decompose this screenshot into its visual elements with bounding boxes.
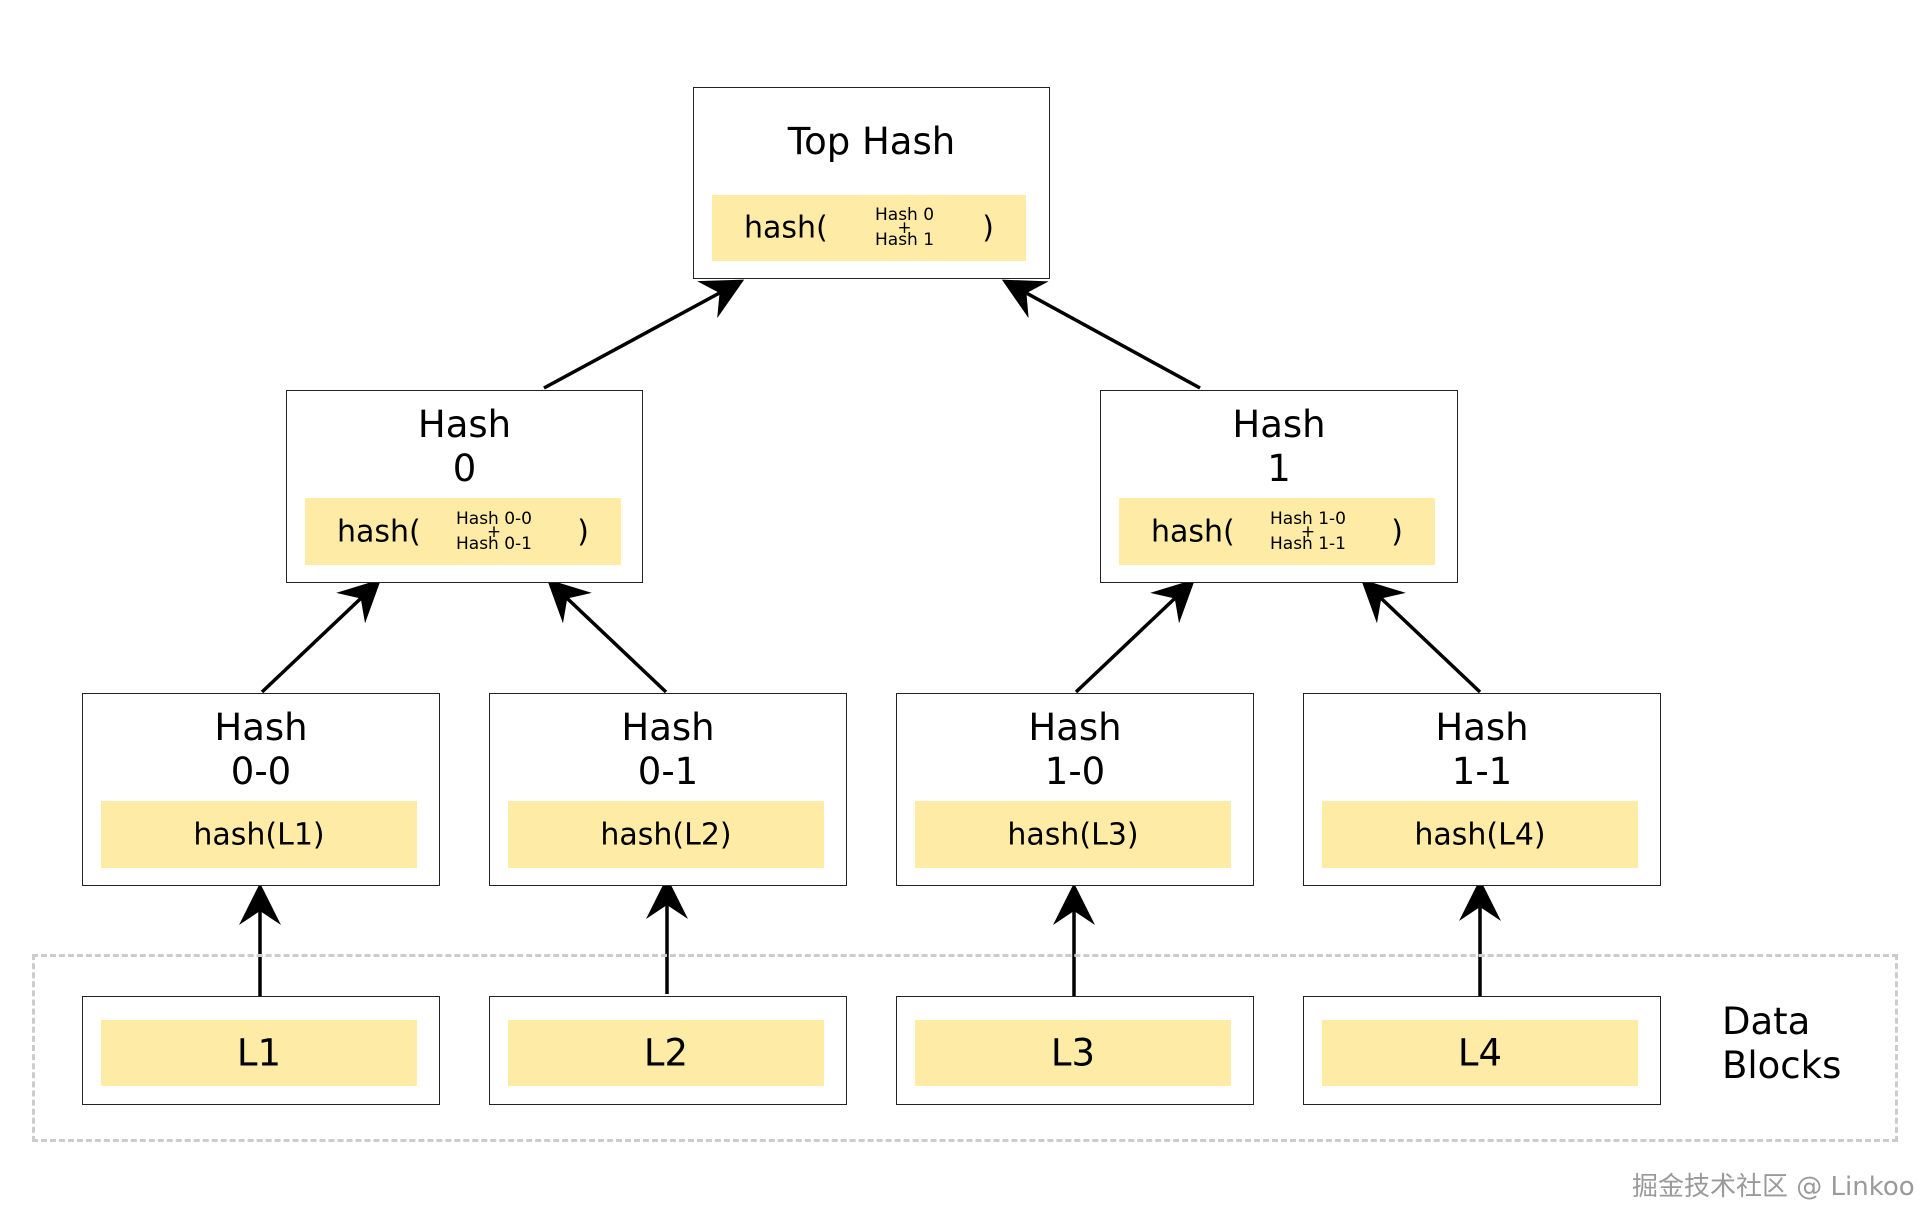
data-block-label: L3 <box>1050 1031 1096 1075</box>
hash-fn-close: ) <box>1391 514 1403 549</box>
data-block-label: L4 <box>1457 1031 1503 1075</box>
hash-function-bar: hash(L4) <box>1322 801 1638 868</box>
data-block-l2: L2 <box>489 996 847 1105</box>
hash-fn-close: ) <box>577 514 589 549</box>
data-blocks-region <box>32 954 1898 1142</box>
edge-hash1-to-top <box>1001 279 1201 390</box>
data-block-l1: L1 <box>82 996 440 1105</box>
data-block-l4: L4 <box>1303 996 1661 1105</box>
hash-fn-open: hash( <box>1151 514 1235 549</box>
node-title: Hash 0 <box>417 403 512 490</box>
hash-function-bar: hash(L2) <box>508 801 824 868</box>
node-hash-0: Hash 0 hash( Hash 0-0 + Hash 0-1 ) <box>286 390 643 583</box>
hash-fn-open: hash( <box>744 210 828 246</box>
edge-hash01-to-hash0 <box>546 579 668 694</box>
node-title: Hash 0-1 <box>621 706 715 793</box>
hash-function-bar: hash( Hash 0-0 + Hash 0-1 ) <box>305 498 621 565</box>
node-hash-1-1: Hash 1-1 hash(L4) <box>1303 693 1661 886</box>
hash-inputs: Hash 0-0 + Hash 0-1 <box>456 508 533 554</box>
edge-hash00-to-hash0 <box>260 579 382 694</box>
node-title: Top Hash <box>787 120 956 163</box>
hash-leaf-label: hash(L2) <box>600 817 732 852</box>
data-block-l3: L3 <box>896 996 1254 1105</box>
hash-fn-close: ) <box>982 210 994 246</box>
data-block-fill: L4 <box>1322 1020 1638 1086</box>
hash-function-bar: hash( Hash 0 + Hash 1 ) <box>712 195 1026 261</box>
node-hash-0-0: Hash 0-0 hash(L1) <box>82 693 440 886</box>
node-title: Hash 1-0 <box>1028 706 1122 793</box>
edge-hash10-to-hash1 <box>1074 579 1196 694</box>
node-title: Hash 1 <box>1232 403 1326 490</box>
hash-function-bar: hash(L1) <box>101 801 417 868</box>
hash-function-bar: hash( Hash 1-0 + Hash 1-1 ) <box>1119 498 1435 565</box>
hash-inputs: Hash 0 + Hash 1 <box>875 207 934 249</box>
hash-input-b: Hash 1 <box>875 230 935 250</box>
hash-input-b: Hash 1-1 <box>1270 533 1347 554</box>
hash-fn-open: hash( <box>337 514 421 549</box>
hash-leaf-label: hash(L4) <box>1414 817 1546 852</box>
hash-inputs: Hash 1-0 + Hash 1-1 <box>1270 508 1347 554</box>
node-hash-1-0: Hash 1-0 hash(L3) <box>896 693 1254 886</box>
edge-hash0-to-top <box>543 279 745 390</box>
hash-leaf-label: hash(L3) <box>1007 817 1139 852</box>
hash-input-b: Hash 0-1 <box>456 533 533 554</box>
node-title: Hash 1-1 <box>1435 706 1529 793</box>
hash-input-a: Hash 0-0 <box>456 508 533 529</box>
data-block-label: L1 <box>236 1031 282 1075</box>
watermark: 掘金技术社区 @ Linkoo <box>1632 1172 1915 1202</box>
data-block-label: L2 <box>643 1031 689 1075</box>
data-blocks-label: Data Blocks <box>1722 1000 1842 1087</box>
data-block-fill: L2 <box>508 1020 824 1086</box>
hash-input-a: Hash 0 <box>875 205 935 225</box>
data-block-fill: L1 <box>101 1020 417 1086</box>
node-hash-1: Hash 1 hash( Hash 1-0 + Hash 1-1 ) <box>1100 390 1458 583</box>
hash-leaf-label: hash(L1) <box>193 817 325 852</box>
edge-hash11-to-hash1 <box>1360 579 1482 694</box>
hash-input-a: Hash 1-0 <box>1270 508 1347 529</box>
data-block-fill: L3 <box>915 1020 1231 1086</box>
node-title: Hash 0-0 <box>214 706 308 793</box>
hash-function-bar: hash(L3) <box>915 801 1231 868</box>
node-top-hash: Top Hash hash( Hash 0 + Hash 1 ) <box>693 87 1050 279</box>
node-hash-0-1: Hash 0-1 hash(L2) <box>489 693 847 886</box>
